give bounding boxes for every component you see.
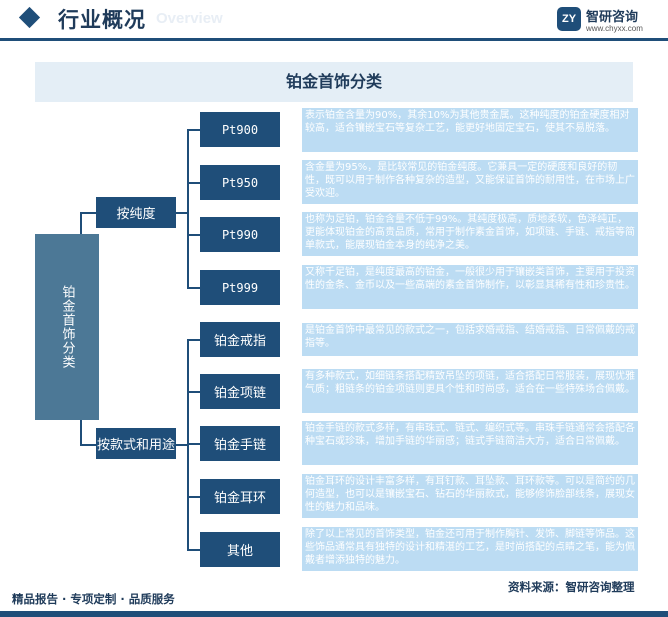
connector-style-spine bbox=[187, 339, 189, 551]
footer-bar bbox=[0, 611, 668, 617]
desc-pt990: 也称为足铂，铂金含量不低于99%。其纯度极高，质地柔软，色泽纯正，更能体现铂金的… bbox=[302, 212, 638, 256]
desc-platinum-earring: 铂金耳环的设计丰富多样，有耳钉款、耳坠款、耳环款等。可以是简约的几何造型，也可以… bbox=[302, 474, 638, 518]
leaf-pt999: Pt999 bbox=[200, 270, 280, 305]
section-overlay-text: Overview bbox=[156, 10, 223, 27]
connector-other bbox=[187, 549, 200, 551]
category-purity: 按纯度 bbox=[96, 197, 176, 228]
connector-root-style bbox=[80, 444, 96, 446]
connector-bracelet bbox=[187, 443, 200, 445]
connector-purity-spine bbox=[187, 129, 189, 288]
leaf-platinum-bracelet: 铂金手链 bbox=[200, 426, 280, 461]
diagram-title: 铂金首饰分类 bbox=[35, 62, 633, 102]
header-diamond-icon bbox=[18, 6, 41, 29]
desc-pt900: 表示铂金含量为90%，其余10%为其他贵金属。这种纯度的铂金硬度相对较高，适合镶… bbox=[302, 108, 638, 152]
category-style-usage: 按款式和用途 bbox=[96, 428, 176, 459]
connector-necklace bbox=[187, 391, 200, 393]
leaf-pt990: Pt990 bbox=[200, 217, 280, 252]
connector-earring bbox=[187, 496, 200, 498]
desc-pt999: 又称千足铂，是纯度最高的铂金，一般很少用于镶嵌类首饰，主要用于投资性的金条、金币… bbox=[302, 265, 638, 309]
connector-style-out bbox=[176, 444, 188, 446]
footer-slogan: 精品报告 · 专项定制 · 品质服务 bbox=[12, 592, 175, 606]
connector-pt990 bbox=[187, 234, 200, 236]
desc-pt950: 含金量为95%，是比较常见的铂金纯度。它兼具一定的硬度和良好的韧性，既可以用于制… bbox=[302, 160, 638, 204]
source-note: 资料来源：智研咨询整理 bbox=[508, 580, 635, 594]
leaf-platinum-necklace: 铂金项链 bbox=[200, 374, 280, 409]
connector-root-purity bbox=[80, 212, 96, 214]
desc-platinum-necklace: 有多种款式，如细链条搭配精致吊坠的项链，适合搭配日常服装，展现优雅气质；粗链条的… bbox=[302, 369, 638, 413]
connector-pt900 bbox=[187, 129, 200, 131]
desc-platinum-ring: 是铂金首饰中最常见的款式之一，包括求婚戒指、结婚戒指、日常佩戴的戒指等。 bbox=[302, 323, 638, 356]
leaf-platinum-ring: 铂金戒指 bbox=[200, 322, 280, 357]
connector-pt950 bbox=[187, 182, 200, 184]
brand-logo-icon: ZY bbox=[557, 7, 581, 31]
header-divider bbox=[0, 38, 668, 41]
leaf-pt950: Pt950 bbox=[200, 165, 280, 200]
leaf-platinum-earring: 铂金耳环 bbox=[200, 479, 280, 514]
connector-purity-out bbox=[176, 212, 188, 214]
connector-pt999 bbox=[187, 287, 200, 289]
leaf-pt900: Pt900 bbox=[200, 112, 280, 147]
section-title: 行业概况 bbox=[58, 8, 146, 32]
brand-url[interactable]: www.chyxx.com bbox=[586, 24, 643, 33]
desc-platinum-bracelet: 铂金手链的款式多样，有串珠式、链式、编织式等。串珠手链通常会搭配各种宝石或珍珠，… bbox=[302, 421, 638, 465]
diagram-root-node: 铂金首饰分类 bbox=[35, 234, 99, 420]
leaf-other: 其他 bbox=[200, 532, 280, 567]
connector-ring bbox=[187, 339, 200, 341]
brand-name: 智研咨询 bbox=[586, 10, 639, 25]
diagram-root-label: 铂金首饰分类 bbox=[59, 285, 75, 369]
desc-other: 除了以上常见的首饰类型，铂金还可用于制作胸针、发饰、脚链等饰品。这些饰品通常具有… bbox=[302, 527, 638, 571]
